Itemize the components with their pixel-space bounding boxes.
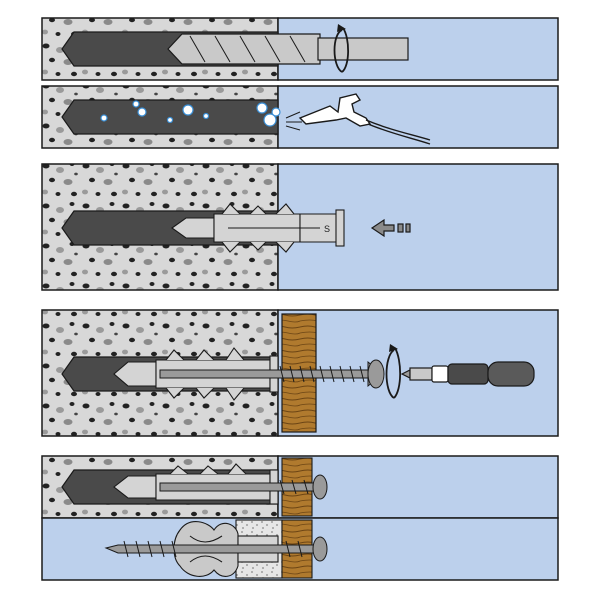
rotation-arrow-icon	[333, 24, 350, 73]
air-blower-icon	[285, 93, 431, 145]
panel-drill	[41, 17, 559, 81]
screwdriver-icon	[400, 361, 535, 387]
drill-bit-icon	[167, 33, 409, 65]
anchor-plug-icon: S	[171, 203, 345, 253]
anchor-plug-icon: S	[113, 347, 279, 401]
panel-insert-anchor: S	[41, 163, 559, 291]
insert-arrow-icon	[370, 218, 411, 238]
panel-blow-out	[41, 85, 559, 149]
screw-icon	[104, 536, 328, 562]
panel-alternatives: S S	[41, 455, 559, 581]
dust-particles-icon	[100, 100, 281, 127]
screw-icon	[159, 474, 328, 500]
svg-text:S: S	[324, 224, 330, 234]
panel-fasten-screw: S	[41, 309, 559, 437]
screw-icon	[159, 359, 385, 389]
rotation-arrow-icon	[385, 344, 402, 399]
